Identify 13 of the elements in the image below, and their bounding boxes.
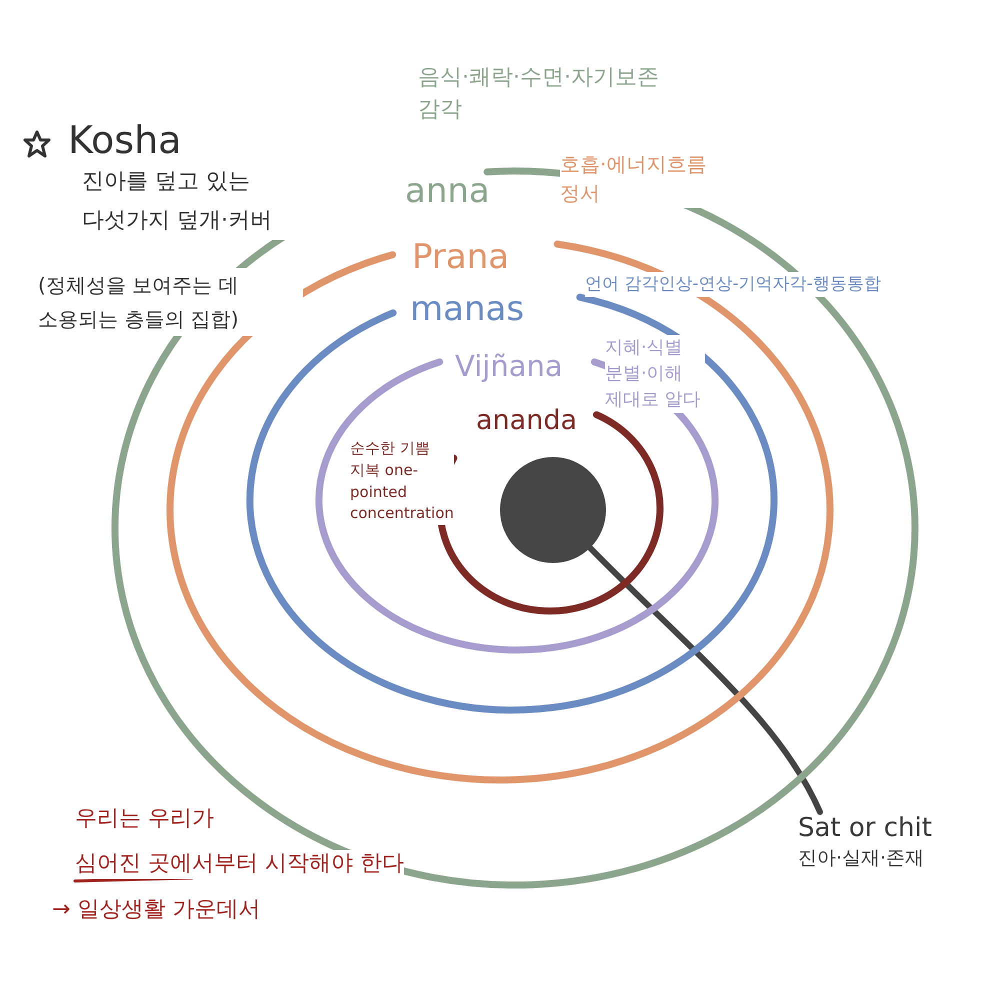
- layer-name: anna: [405, 172, 490, 212]
- layer-description: 지혜·식별 분별·이해 제대로 알다: [605, 335, 705, 414]
- layer-name: Prana: [412, 238, 510, 278]
- leader-line: [587, 544, 823, 815]
- layer-name: Vijñana: [455, 350, 563, 384]
- layer-name: ananda: [476, 405, 577, 436]
- layer-name: manas: [410, 290, 524, 330]
- core-description: 진아·실재·존재: [798, 846, 924, 870]
- note-text: 심어진 곳에서부터 시작해야 한다: [75, 850, 404, 879]
- title: Kosha: [68, 118, 182, 162]
- core-label: Sat or chit: [798, 812, 932, 845]
- note-text: (정체성을 보여주는 데 소용되는 층들의 집합): [38, 268, 303, 336]
- layer-description: 언어 감각인상-연상-기억자각-행동통합: [585, 272, 881, 297]
